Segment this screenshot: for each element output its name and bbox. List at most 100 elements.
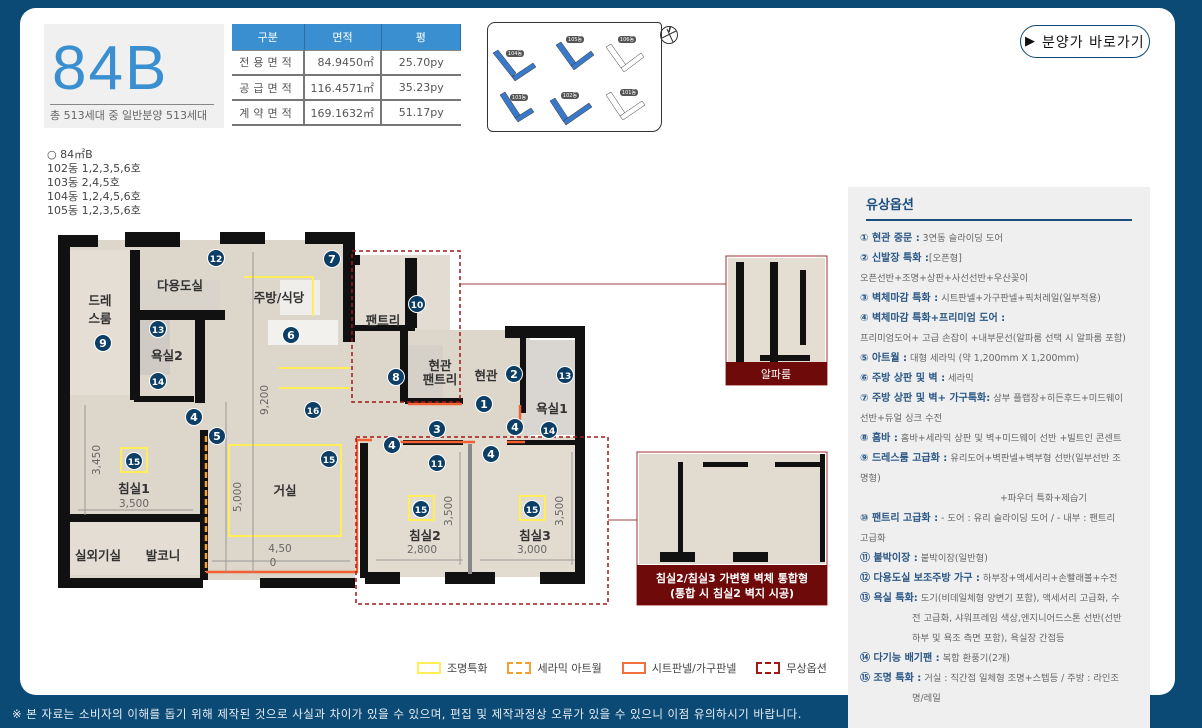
option-title: ⑫ 다용도실 보조주방 가구 : (860, 573, 980, 584)
option-desc: 시트판넬+가구판넬+픽처레일(일부적용) (938, 293, 1101, 304)
price-link-button[interactable]: ▶ 분양가 바로가기 (1020, 25, 1150, 58)
option-item: ⑤ 아트월 : 대형 세라믹 (약 1,200mm X 1,200mm) (860, 349, 1138, 369)
legend-label: 조명특화 (447, 662, 488, 675)
option-desc-cont: 명형) (860, 473, 881, 484)
legend-item: 시트판넬/가구판넬 (621, 660, 737, 676)
legend-swatch (417, 662, 441, 674)
cell: 계약면적 (232, 100, 305, 126)
option-desc: - 도어 : 유리 슬라이딩 도어 / - 내부 : 팬트리 (938, 513, 1116, 524)
option-item: ⑭ 다기능 배기팬 : 복합 환풍기(2개) (860, 649, 1138, 669)
cell: 169.1632㎡ (304, 100, 382, 126)
svg-text:101동: 101동 (622, 90, 637, 96)
unit-list-item: 103동 2,4,5호 (47, 176, 120, 189)
option-item: ⑪ 붙박이장 : 붙박이장(일반형) (860, 549, 1138, 569)
option-item: ① 현관 중문 : 3연동 슬라이딩 도어 (860, 229, 1138, 249)
svg-text:103동: 103동 (512, 95, 527, 101)
legend-swatch (756, 662, 781, 674)
option-item: ⑧ 홈바 : 홈바+세라믹 상판 및 벽+미드웨이 선반 +빌트인 콘센트 (860, 429, 1138, 449)
legend-item: 무상옵션 (756, 660, 827, 676)
play-icon: ▶ (1025, 34, 1036, 49)
option-item: ④ 벽체마감 특화+프리미엄 도어 : 프리미엄도어+ 고급 손잡이 +내부문선(… (860, 309, 1138, 349)
option-title: ⑭ 다기능 배기팬 : (860, 653, 940, 664)
option-desc: [오픈형] (928, 253, 962, 264)
cell: 35.23py (381, 75, 461, 101)
col-header: 면적 (304, 24, 382, 51)
building-101: 101동 (605, 89, 646, 121)
unit-list-item: 104동 1,2,4,5,6호 (47, 190, 141, 203)
option-title: ③ 벽체마감 특화 : (860, 293, 939, 304)
option-desc: 하부장+액세서리+손빨래볼+수전 (979, 573, 1118, 584)
option-title: ② 신발장 특화 : (860, 253, 929, 264)
svg-text:106동: 106동 (620, 37, 635, 43)
unit-type: 84B (52, 34, 169, 103)
option-item: ⑮ 조명 특화 : 거실 : 직간접 일체형 조명+스텝등 / 주방 : 라인조… (860, 669, 1138, 709)
table-row: 계약면적 169.1632㎡ 51.17py (232, 100, 461, 126)
svg-text:104동: 104동 (508, 51, 523, 57)
disclaimer: ※ 본 자료는 소비자의 이해를 돕기 위해 제작된 것으로 사실과 차이가 있… (12, 707, 802, 721)
cell: 공급면적 (232, 75, 305, 101)
option-desc-cont: 명/레일 (912, 693, 941, 704)
option-title: ⑥ 주방 상판 및 벽 : (860, 373, 946, 384)
legend-label: 무상옵션 (786, 662, 827, 675)
option-desc-cont: 전 고급화, 샤워프레임 색상,엔지니어드스톤 선반(선반 (912, 613, 1122, 624)
cell: 전용면적 (232, 50, 305, 76)
building-106: 106동 (605, 36, 645, 73)
option-title: ⑬ 욕실 특화: (860, 593, 918, 604)
option-item: ② 신발장 특화 :[오픈형] 오픈선반+조명+상판+사선선반+우산꽂이 (860, 249, 1138, 289)
option-desc: 3연동 슬라이딩 도어 (919, 233, 1003, 244)
building-102: 102동 (549, 92, 593, 126)
option-desc: 유리도어+벽판넬+벽부형 선반(일부선반 조 (947, 453, 1121, 464)
option-title: ⑧ 홈바 : (860, 433, 898, 444)
option-desc: 도기(비데일체형 양변기 포함), 액세서리 고급화, 수 (917, 593, 1120, 604)
option-desc: 대형 세라믹 (약 1,200mm X 1,200mm) (907, 353, 1080, 364)
option-item: ⑫ 다용도실 보조주방 가구 : 하부장+액세서리+손빨래볼+수전 (860, 569, 1138, 589)
option-title: ⑦ 주방 상판 및 벽+ 가구특화: (860, 393, 991, 404)
option-title: ① 현관 중문 : (860, 233, 920, 244)
legend-item: 세라믹 아트월 (507, 660, 602, 676)
unit-list: ○ 84㎡B 102동 1,2,3,5,6호 103동 2,4,5호 104동 … (47, 148, 141, 218)
option-desc: 붙박이장(일반형) (917, 553, 988, 564)
option-desc: 복합 환풍기(2개) (939, 653, 1011, 664)
unit-list-item: ○ 84㎡B (47, 148, 93, 161)
north-compass-icon (660, 26, 678, 44)
option-desc: 홈바+세라믹 상판 및 벽+미드웨이 선반 +빌트인 콘센트 (897, 433, 1122, 444)
legend-swatch (621, 662, 646, 674)
divider (866, 219, 1132, 221)
option-desc-cont: 오픈선반+조명+상판+사선선반+우산꽂이 (860, 273, 1029, 284)
table-row: 전용면적 84.9450㎡ 25.70py (232, 50, 461, 76)
site-map: 104동 105동 106동 103동 102동 101동 (487, 22, 662, 132)
options-list: ① 현관 중문 : 3연동 슬라이딩 도어 ② 신발장 특화 :[오픈형] 오픈선반… (860, 229, 1138, 709)
option-title: ⑮ 조명 특화 : (860, 673, 922, 684)
svg-text:105동: 105동 (568, 37, 583, 43)
option-desc: 거실 : 직간접 일체형 조명+스텝등 / 주방 : 라인조 (921, 673, 1119, 684)
cell: 51.17py (381, 100, 461, 126)
option-desc-cont: 프리미엄도어+ 고급 손잡이 +내부문선(알파룸 선택 시 알파룸 포함) (860, 333, 1126, 344)
option-item: ⑩ 팬트리 고급화 : - 도어 : 유리 슬라이딩 도어 / - 내부 : 팬… (860, 509, 1138, 549)
option-title: ⑨ 드레스룸 고급화 : (860, 453, 948, 464)
table-row: 공급면적 116.4571㎡ 35.23py (232, 75, 461, 101)
site-map-drawing: 104동 105동 106동 103동 102동 101동 (492, 36, 646, 126)
unit-type-box: 84B 총 513세대 중 일반분양 513세대 (44, 24, 224, 128)
option-item: ③ 벽체마감 특화 : 시트판넬+가구판넬+픽처레일(일부적용) (860, 289, 1138, 309)
option-title: ④ 벽체마감 특화+프리미엄 도어 : (860, 313, 1006, 324)
legend: 조명특화 세라믹 아트월 시트판넬/가구판넬 무상옵션 (417, 660, 827, 676)
legend-label: 시트판넬/가구판넬 (651, 662, 737, 675)
option-item: ⑥ 주방 상판 및 벽 : 세라믹 (860, 369, 1138, 389)
svg-text:102동: 102동 (563, 93, 578, 99)
cell: 84.9450㎡ (304, 50, 382, 76)
option-title: ⑪ 붙박이장 : (860, 553, 918, 564)
unit-list-item: 105동 1,2,3,5,6호 (47, 204, 141, 217)
cell: 25.70py (381, 50, 461, 76)
legend-swatch (507, 662, 532, 674)
col-header: 구분 (232, 24, 305, 51)
option-title: ⑩ 팬트리 고급화 : (860, 513, 939, 524)
option-desc: 세라믹 (945, 373, 974, 384)
divider (50, 104, 214, 105)
col-header: 평 (381, 24, 461, 51)
building-105: 105동 (555, 36, 595, 71)
building-104: 104동 (492, 49, 537, 82)
cell: 116.4571㎡ (304, 75, 382, 101)
